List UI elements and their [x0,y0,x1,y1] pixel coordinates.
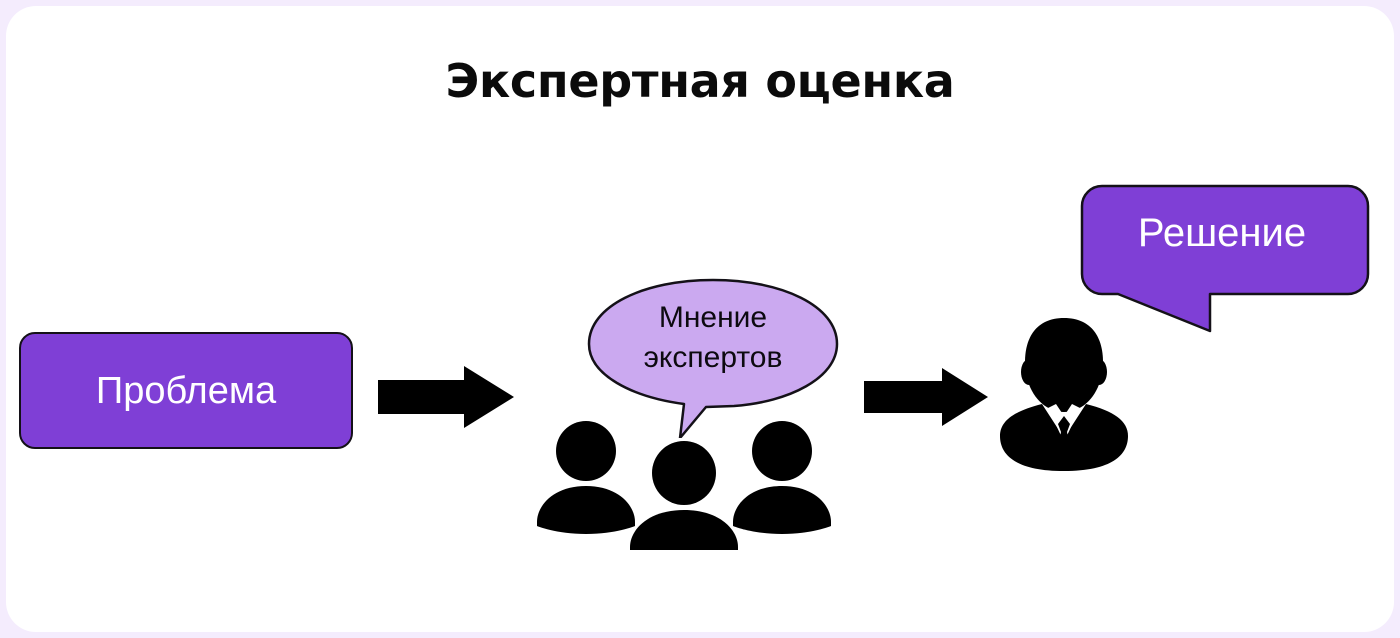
person-left-icon [537,421,635,534]
expert-opinion-line-2: экспертов [643,340,783,374]
arrow-one [378,366,514,428]
problem-label: Проблема [95,369,277,412]
page-title: Экспертная оценка [445,54,955,108]
problem-node[interactable]: Проблема [19,332,353,449]
expert-opinion-label: Мнение экспертов [584,298,842,378]
arrow-two [864,368,988,426]
person-center-icon [630,441,738,550]
person-right-icon [733,421,831,534]
expert-opinion-bubble[interactable] [584,278,842,438]
decision-bubble[interactable] [1080,184,1370,334]
diagram-card: Экспертная оценка Проблема Мнение экспер… [6,6,1394,632]
decision-maker-icon [998,316,1130,471]
decision-label: Решение [1137,211,1307,255]
expert-opinion-line-1: Мнение [658,301,768,334]
experts-group-icon [534,420,834,550]
